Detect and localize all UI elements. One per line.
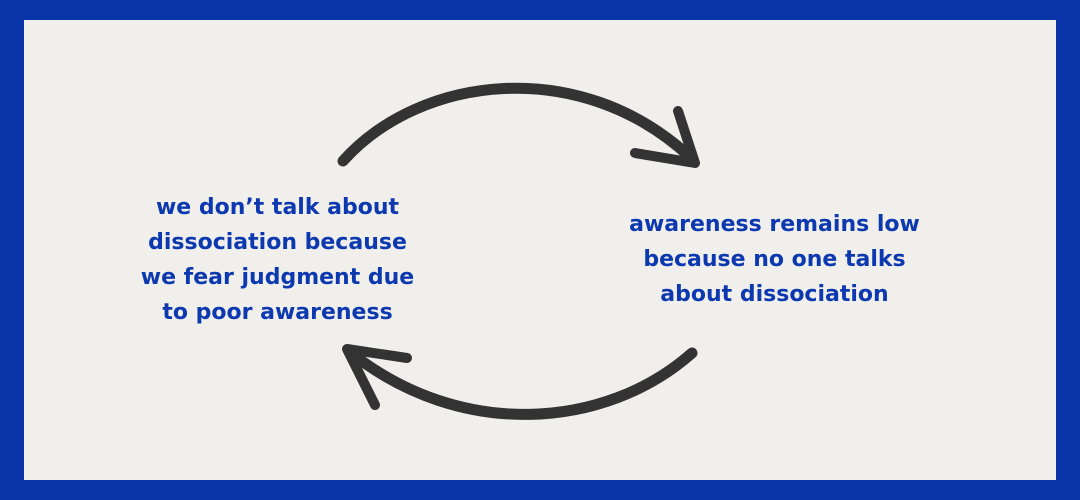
diagram-panel [24,20,1056,480]
node-line: awareness remains low [629,212,920,237]
node-line: we fear judgment due [140,265,415,290]
node-line: about dissociation [660,282,889,307]
curved-arrow-bottom-icon [342,344,698,420]
curved-arrow-top-icon [337,82,700,168]
node-line: we don’t talk about [155,195,400,220]
node-line: dissociation because [148,230,407,255]
node-line: to poor awareness [162,300,393,325]
node-line: because no one talks [643,247,906,272]
node-we-dont-talk: we don’t talk about dissociation because… [125,190,430,330]
node-awareness-remains-low: awareness remains low because no one tal… [612,207,937,312]
